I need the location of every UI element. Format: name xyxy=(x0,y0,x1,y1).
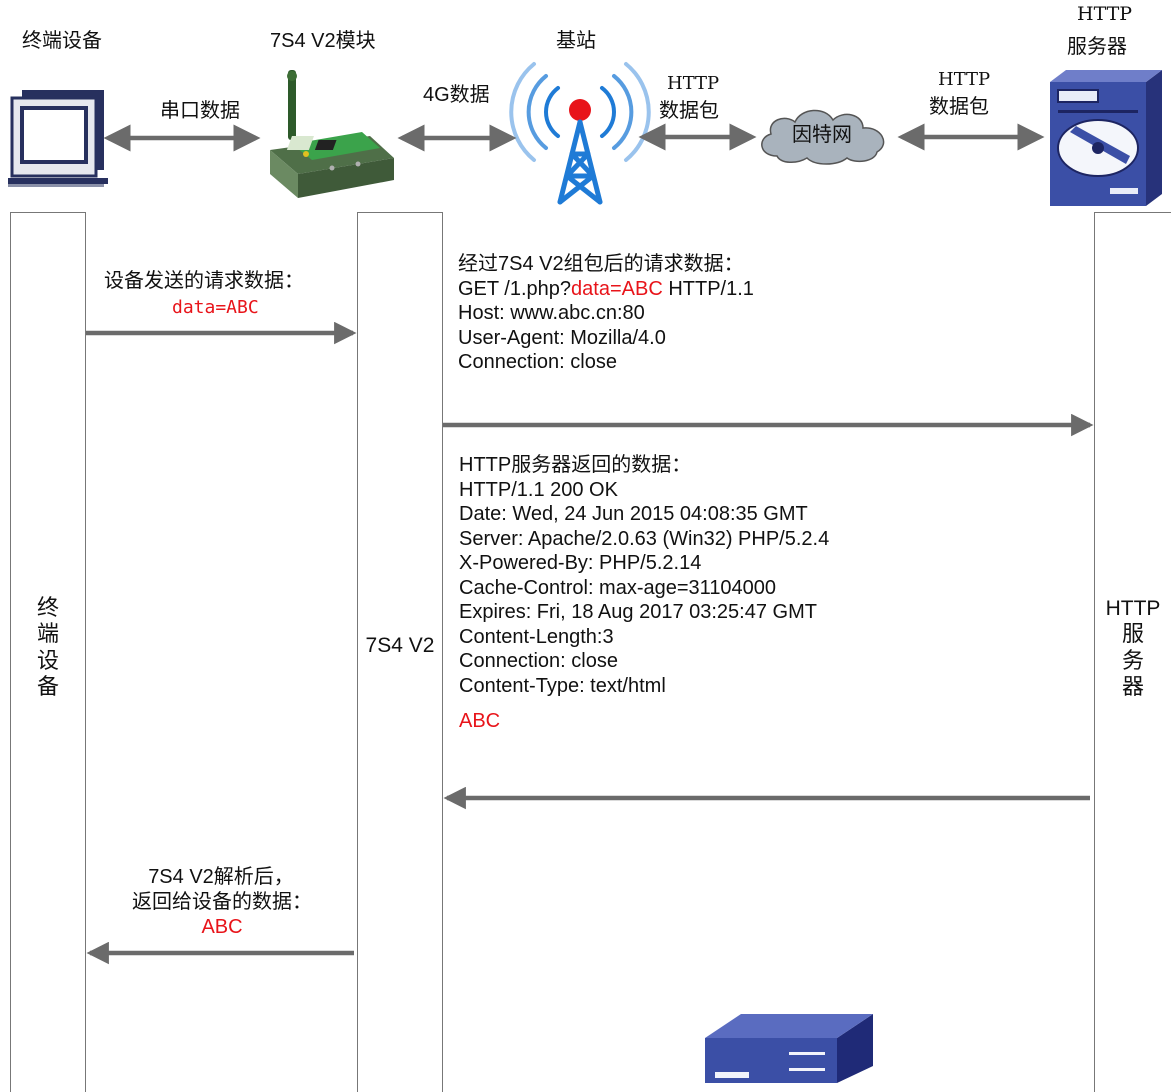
server-response-block: HTTP服务器返回的数据： HTTP/1.1 200 OK Date: Wed,… xyxy=(459,453,829,698)
packed-request-connection-line: Connection: close xyxy=(458,351,617,373)
terminal-device-label: 终端设备 xyxy=(22,30,102,52)
http-server-lane-label: HTTP 服 务 器 xyxy=(1105,597,1161,699)
http-server-icon xyxy=(1050,70,1162,206)
response-line: HTTP/1.1 200 OK xyxy=(459,478,618,501)
response-line: Content-Length:3 xyxy=(459,625,614,648)
packed-request-get-line: GET /1.php?data=ABC HTTP/1.1 xyxy=(458,277,754,300)
terminal-device-lane-label: 终 端 设 备 xyxy=(36,595,59,700)
lte-data-label: 4G数据 xyxy=(423,84,490,106)
module-lane xyxy=(357,212,443,1092)
response-line: Cache-Control: max-age=31104000 xyxy=(459,576,777,599)
http-packet-label-2-line1: HTTP xyxy=(938,69,991,90)
response-line: Connection: close xyxy=(459,650,618,672)
http-packet-label-1-line1: HTTP xyxy=(667,73,720,94)
serial-data-label: 串口数据 xyxy=(160,100,240,122)
response-line: Date: Wed, 24 Jun 2015 04:08:35 GMT xyxy=(459,503,808,525)
server-rack-icon xyxy=(705,1014,873,1083)
packed-request-title: 经过7S4 V2组包后的请求数据： xyxy=(458,253,744,275)
dtu-module-icon xyxy=(270,70,394,198)
module-label: 7S4 V2模块 xyxy=(270,30,376,52)
serial-link-double-arrow xyxy=(103,123,1045,152)
server-response-body: ABC xyxy=(459,710,501,732)
response-line: Server: Apache/2.0.63 (Win32) PHP/5.2.4 xyxy=(459,527,830,550)
response-line: Expires: Fri, 18 Aug 2017 03:25:47 GMT xyxy=(459,601,817,623)
server-response-title: HTTP服务器返回的数据： xyxy=(459,454,692,476)
base-station-tower-icon xyxy=(509,62,651,205)
http-packet-label-2-line2: 数据包 xyxy=(929,96,989,118)
http-server-label-line2: 服务器 xyxy=(1067,36,1127,58)
device-request-value: data=ABC xyxy=(172,297,259,318)
packed-request-block: 经过7S4 V2组包后的请求数据： GET /1.php?data=ABC HT… xyxy=(458,252,754,375)
http-server-lane xyxy=(1094,212,1171,1092)
module-lane-label: 7S4 V2 xyxy=(365,634,435,657)
http-server-label-line1: HTTP xyxy=(1077,3,1133,25)
base-station-label: 基站 xyxy=(556,30,596,52)
parsed-return-value: ABC xyxy=(201,916,243,938)
response-line: X-Powered-By: PHP/5.2.14 xyxy=(459,552,702,574)
terminal-device-lane xyxy=(10,212,86,1092)
response-line: Content-Type: text/html xyxy=(459,674,666,697)
device-request-title: 设备发送的请求数据： xyxy=(104,270,304,292)
internet-cloud-icon xyxy=(761,109,885,165)
parsed-return-line2: 返回给设备的数据： xyxy=(132,891,312,913)
http-packet-label-1-line2: 数据包 xyxy=(659,100,719,122)
parsed-return-line1: 7S4 V2解析后， xyxy=(148,866,294,888)
computer-icon xyxy=(8,90,108,187)
internet-label: 因特网 xyxy=(792,124,852,146)
packed-request-host-line: Host: www.abc.cn:80 xyxy=(458,302,645,324)
packed-request-user-agent-line: User-Agent: Mozilla/4.0 xyxy=(458,326,666,349)
